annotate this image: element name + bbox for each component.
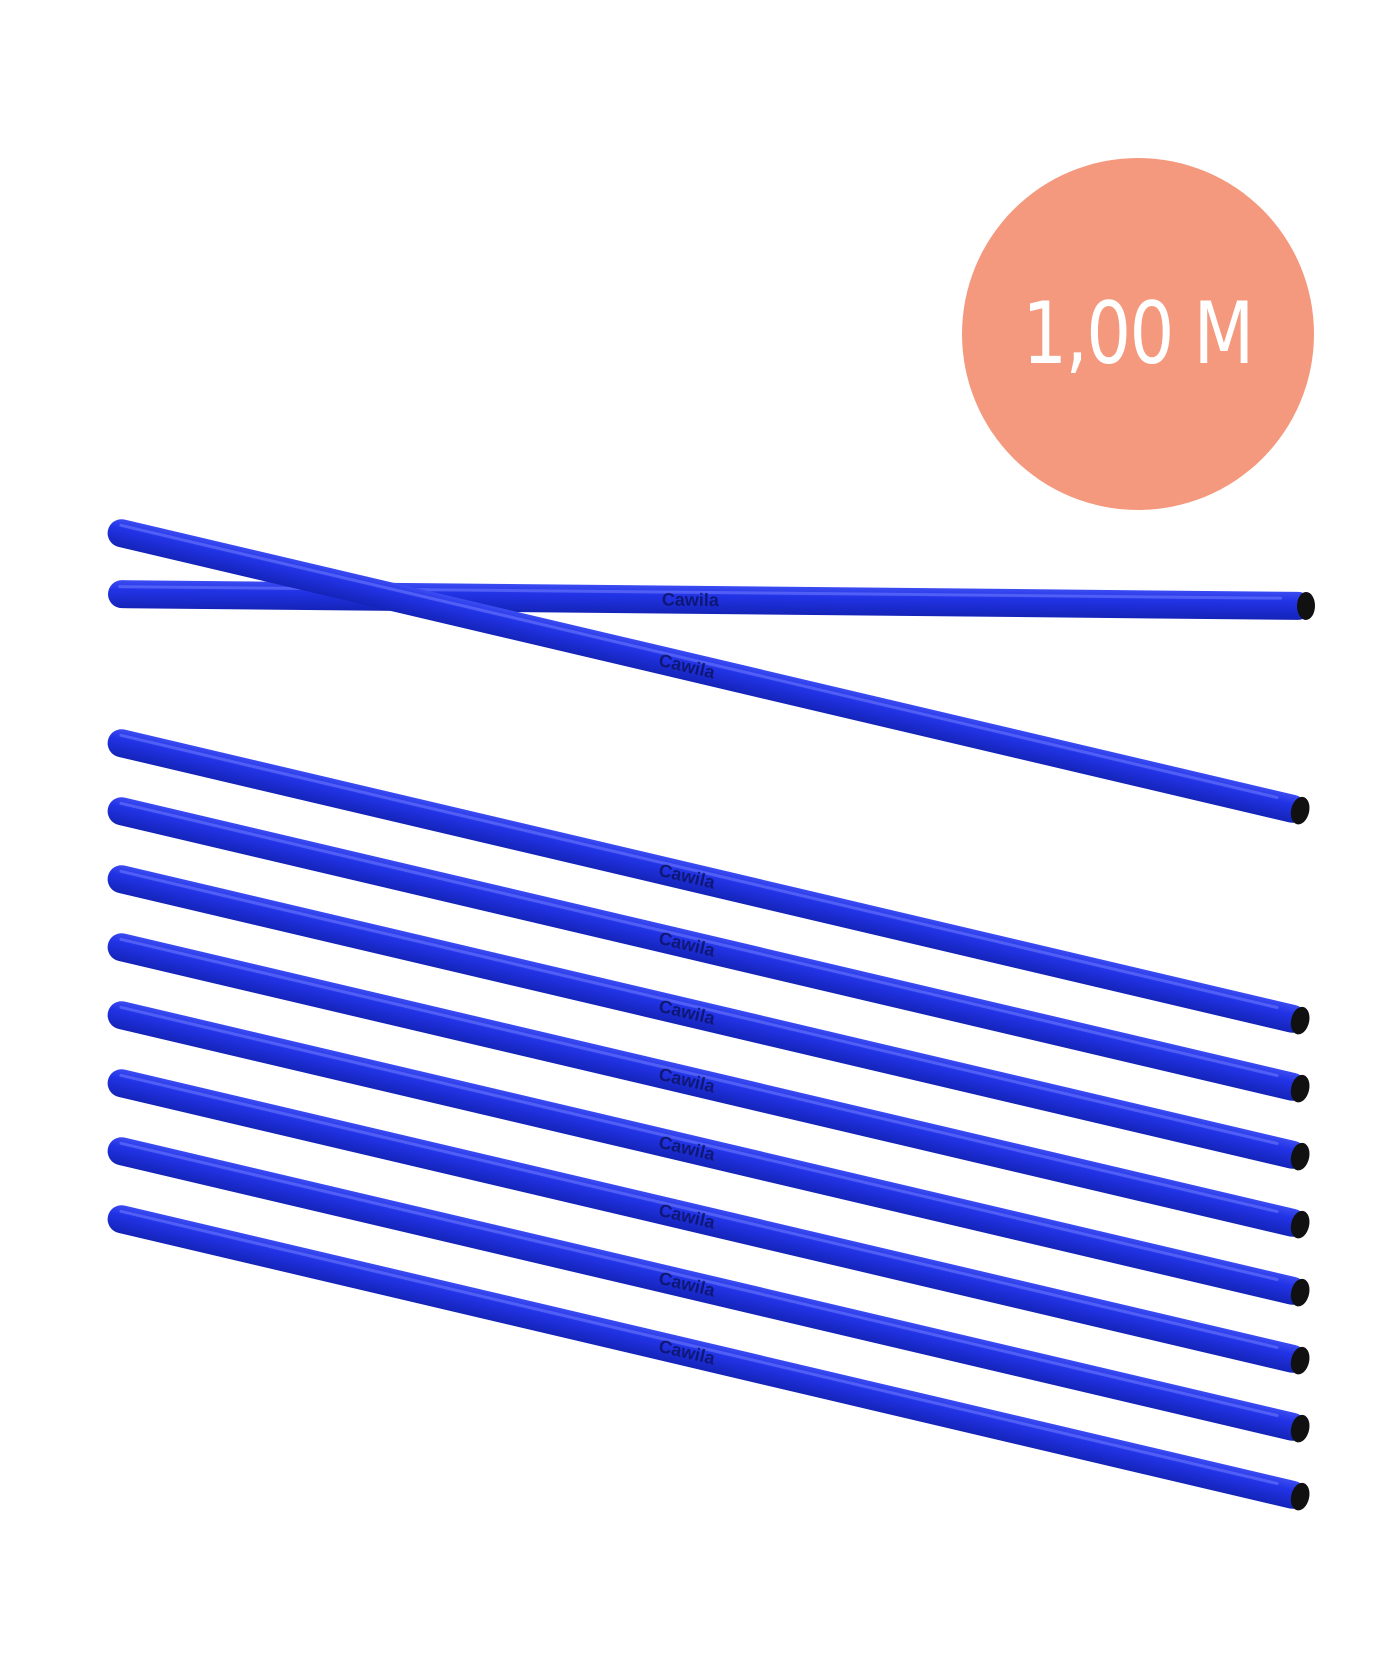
poles-group: CawilaCawilaCawilaCawilaCawilaCawilaCawi… bbox=[107, 519, 1316, 1511]
training-pole: Cawila bbox=[107, 1137, 1310, 1443]
pole-highlight bbox=[119, 523, 1279, 799]
training-pole: Cawila bbox=[107, 797, 1310, 1103]
training-pole: Cawila bbox=[107, 519, 1310, 825]
pole-highlight bbox=[119, 1141, 1279, 1417]
pole-highlight bbox=[119, 733, 1279, 1009]
pole-end-cap bbox=[1290, 1278, 1310, 1307]
pole-body bbox=[107, 519, 1307, 823]
training-pole: Cawila bbox=[107, 1205, 1310, 1511]
pole-end-cap bbox=[1290, 1414, 1310, 1443]
pole-body bbox=[107, 933, 1307, 1237]
training-pole: Cawila bbox=[107, 729, 1310, 1035]
pole-highlight bbox=[119, 937, 1279, 1213]
pole-highlight bbox=[119, 1073, 1279, 1349]
length-label: 1,00 M bbox=[1022, 284, 1255, 384]
pole-end-cap bbox=[1290, 1142, 1310, 1171]
pole-highlight bbox=[119, 1209, 1279, 1485]
length-badge: 1,00 M bbox=[962, 158, 1314, 510]
pole-body bbox=[107, 1137, 1307, 1441]
pole-end-cap bbox=[1290, 1210, 1310, 1239]
pole-body bbox=[107, 1205, 1307, 1509]
pole-highlight bbox=[119, 869, 1279, 1145]
pole-body bbox=[107, 1001, 1307, 1305]
pole-body bbox=[107, 865, 1307, 1169]
pole-end-cap bbox=[1296, 591, 1316, 620]
pole-brand-logo: Cawila bbox=[662, 590, 720, 611]
pole-highlight bbox=[119, 801, 1279, 1077]
pole-end-cap bbox=[1290, 1006, 1310, 1035]
pole-end-cap bbox=[1290, 1346, 1310, 1375]
pole-highlight bbox=[119, 1005, 1279, 1281]
training-pole: Cawila bbox=[107, 933, 1310, 1239]
pole-body bbox=[107, 1069, 1307, 1373]
pole-body bbox=[107, 797, 1307, 1101]
pole-end-cap bbox=[1290, 1074, 1310, 1103]
pole-body bbox=[107, 729, 1307, 1033]
pole-end-cap bbox=[1290, 796, 1310, 825]
pole-end-cap bbox=[1290, 1482, 1310, 1511]
